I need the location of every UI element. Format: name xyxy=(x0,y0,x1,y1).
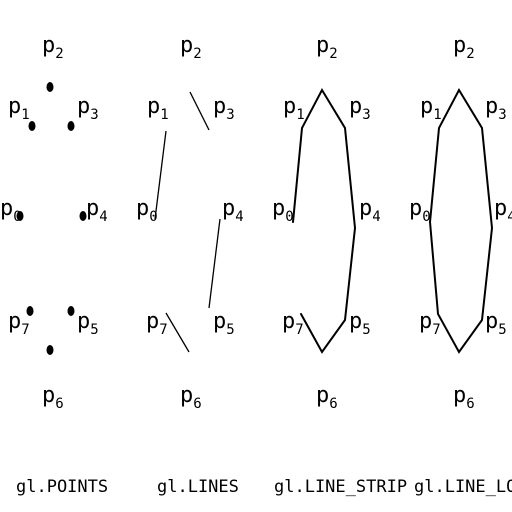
point-p7 xyxy=(26,306,34,316)
vertex-label-p3: p3 xyxy=(213,94,235,123)
point-p3 xyxy=(67,121,75,131)
vertex-label-p7: p7 xyxy=(419,309,441,338)
vertex-label-p3: p3 xyxy=(77,94,99,123)
line-strip-path xyxy=(292,87,357,354)
vertex-label-p2: p2 xyxy=(42,33,64,62)
caption-line-strip: gl.LINE_STRIP xyxy=(274,477,407,497)
panel-line-strip: p2 p1 p3 p0 p4 p7 p5 p6 gl.LINE_STRIP xyxy=(272,33,407,497)
line-segment-p0-p1 xyxy=(154,130,167,220)
vertex-label-p4: p4 xyxy=(222,196,244,225)
point-p5 xyxy=(67,306,75,316)
caption-lines: gl.LINES xyxy=(157,477,239,497)
vertex-label-p5: p5 xyxy=(349,309,371,338)
panel-points: p2 p1 p3 p0 p4 p7 p5 p6 gl.POINTS xyxy=(0,33,108,497)
vertex-label-p6: p6 xyxy=(453,383,475,412)
vertex-label-p5: p5 xyxy=(213,309,235,338)
vertex-label-p1: p1 xyxy=(283,94,305,123)
vertex-label-p0: p0 xyxy=(136,196,158,225)
caption-points: gl.POINTS xyxy=(16,477,108,497)
vertex-label-p4: p4 xyxy=(359,196,381,225)
point-p1 xyxy=(28,121,36,131)
point-p0 xyxy=(16,211,24,221)
vertex-label-p1: p1 xyxy=(8,94,30,123)
line-segment-p2-p3 xyxy=(189,91,210,131)
vertex-label-p2: p2 xyxy=(316,33,338,62)
vertex-label-p5: p5 xyxy=(77,309,99,338)
vertex-label-p2: p2 xyxy=(180,33,202,62)
vertex-label-p5: p5 xyxy=(485,309,507,338)
line-segment-p6-p7 xyxy=(165,312,190,353)
vertex-label-p1: p1 xyxy=(147,94,169,123)
vertex-label-p7: p7 xyxy=(146,309,168,338)
vertex-label-p6: p6 xyxy=(316,383,338,412)
vertex-label-p4: p4 xyxy=(86,196,108,225)
vertex-label-p0: p0 xyxy=(409,196,431,225)
vertex-label-p3: p3 xyxy=(485,94,507,123)
vertex-label-p3: p3 xyxy=(349,94,371,123)
line-loop-path xyxy=(428,87,494,354)
caption-line-loop: gl.LINE_LOOP xyxy=(414,477,512,497)
panel-line-loop: p2 p1 p3 p0 p4 p7 p5 p6 gl.LINE_LOOP xyxy=(409,33,512,497)
point-p2 xyxy=(46,82,54,92)
vertex-label-p7: p7 xyxy=(282,309,304,338)
vertex-label-p4: p4 xyxy=(494,196,512,225)
vertex-label-p2: p2 xyxy=(453,33,475,62)
vertex-label-p6: p6 xyxy=(42,383,64,412)
vertex-label-p0: p0 xyxy=(272,196,294,225)
point-p4 xyxy=(79,211,87,221)
vertex-label-p0: p0 xyxy=(0,196,22,225)
panel-lines: p2 p1 p3 p0 p4 p7 p5 p6 gl.LINES xyxy=(136,33,244,497)
line-segment-p4-p5 xyxy=(208,218,221,309)
vertex-label-p1: p1 xyxy=(420,94,442,123)
vertex-label-p7: p7 xyxy=(8,309,30,338)
point-p6 xyxy=(46,345,54,355)
vertex-label-p6: p6 xyxy=(180,383,202,412)
